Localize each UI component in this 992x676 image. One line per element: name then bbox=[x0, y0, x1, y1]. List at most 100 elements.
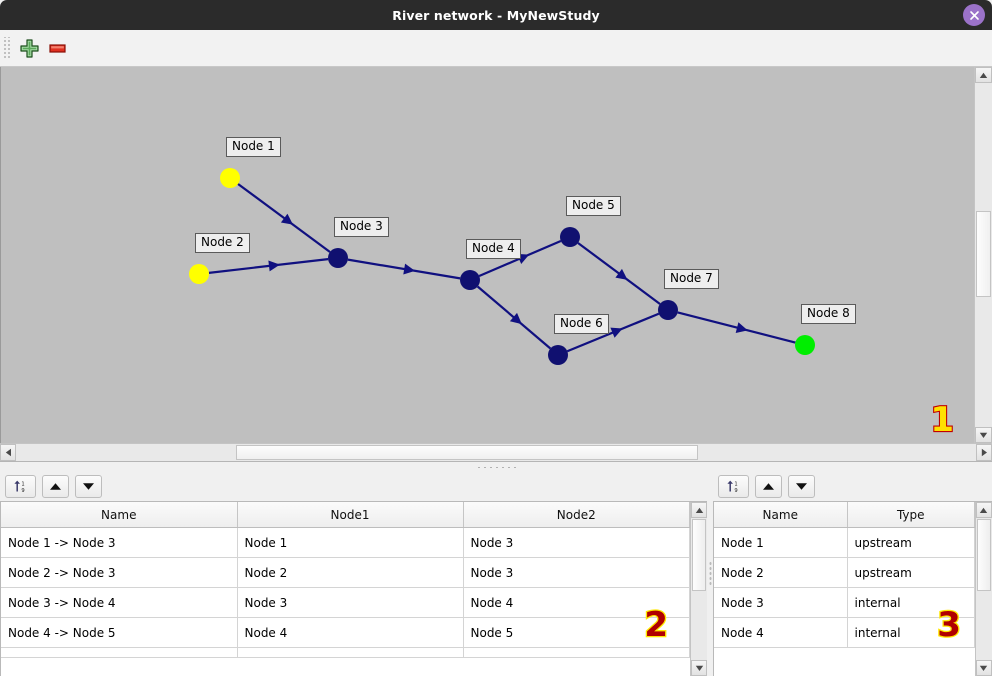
column-header[interactable]: Type bbox=[847, 502, 975, 528]
table-cell[interactable]: Node 2 bbox=[714, 557, 848, 588]
add-node-button[interactable] bbox=[15, 34, 43, 62]
edge-line[interactable] bbox=[347, 258, 461, 280]
node-marker[interactable] bbox=[658, 300, 678, 320]
move-down-button[interactable] bbox=[75, 475, 102, 498]
diagram-hscroll-thumb[interactable] bbox=[236, 445, 698, 460]
node-marker[interactable] bbox=[560, 227, 580, 247]
table-cell[interactable]: Node 1 -> Node 3 bbox=[1, 527, 238, 558]
table-cell[interactable] bbox=[463, 647, 690, 658]
table-cell[interactable]: Node 5 bbox=[463, 617, 690, 648]
table-cell[interactable]: internal bbox=[847, 587, 975, 618]
triangle-down-icon bbox=[83, 483, 94, 490]
links-vscroll-track[interactable] bbox=[691, 518, 707, 660]
sort-button[interactable]: 1 9 bbox=[718, 475, 749, 498]
table-cell[interactable] bbox=[1, 647, 238, 658]
triangle-up-icon bbox=[763, 483, 774, 490]
links-vscroll-thumb[interactable] bbox=[692, 519, 706, 591]
table-cell[interactable]: Node 3 bbox=[237, 587, 464, 618]
column-header[interactable]: Name bbox=[714, 502, 848, 528]
node-label[interactable]: Node 8 bbox=[801, 304, 856, 324]
table-cell[interactable]: internal bbox=[847, 617, 975, 648]
edge-line[interactable] bbox=[677, 311, 796, 344]
vertical-splitter[interactable] bbox=[707, 472, 713, 676]
triangle-up-icon bbox=[980, 507, 988, 513]
nodes-table-vertical-scrollbar[interactable] bbox=[974, 502, 992, 676]
table-cell[interactable]: Node 2 bbox=[237, 557, 464, 588]
node-marker[interactable] bbox=[795, 335, 815, 355]
edge-line[interactable] bbox=[208, 258, 329, 274]
column-header[interactable]: Node1 bbox=[237, 502, 464, 528]
scroll-up-button[interactable] bbox=[975, 502, 992, 518]
network-diagram[interactable]: Node 1 Node 2 Node 3 Node 4 Node 5 Node 6 Node… bbox=[0, 67, 974, 443]
diagram-hscroll-track[interactable] bbox=[16, 444, 976, 461]
node-marker[interactable] bbox=[460, 270, 480, 290]
table-cell[interactable]: upstream bbox=[847, 527, 975, 558]
horizontal-splitter[interactable] bbox=[0, 461, 992, 472]
table-cell[interactable]: Node 3 bbox=[463, 557, 690, 588]
links-table-vertical-scrollbar[interactable] bbox=[690, 502, 707, 676]
node-label[interactable]: Node 1 bbox=[226, 137, 281, 157]
table-cell[interactable] bbox=[237, 647, 464, 658]
column-header[interactable]: Name bbox=[1, 502, 238, 528]
table-cell[interactable]: Node 2 -> Node 3 bbox=[1, 557, 238, 588]
diagram-vertical-scrollbar[interactable] bbox=[974, 67, 992, 443]
scroll-right-button[interactable] bbox=[976, 444, 992, 461]
close-icon[interactable] bbox=[963, 4, 985, 26]
node-marker[interactable] bbox=[328, 248, 348, 268]
scroll-down-button[interactable] bbox=[975, 427, 992, 443]
diagram-horizontal-scrollbar[interactable] bbox=[0, 443, 992, 461]
move-down-button[interactable] bbox=[788, 475, 815, 498]
node-marker[interactable] bbox=[220, 168, 240, 188]
move-up-button[interactable] bbox=[42, 475, 69, 498]
move-up-button[interactable] bbox=[755, 475, 782, 498]
diagram-vscroll-thumb[interactable] bbox=[976, 211, 991, 297]
table-row-empty[interactable] bbox=[1, 647, 690, 658]
node-label[interactable]: Node 3 bbox=[334, 217, 389, 237]
node-label[interactable]: Node 6 bbox=[554, 314, 609, 334]
sort-button[interactable]: 1 9 bbox=[5, 475, 36, 498]
table-cell[interactable]: Node 1 bbox=[714, 527, 848, 558]
edge-line[interactable] bbox=[237, 183, 331, 253]
toolbar-grip[interactable] bbox=[3, 37, 12, 59]
scroll-down-button[interactable] bbox=[975, 660, 992, 676]
scroll-up-button[interactable] bbox=[691, 502, 707, 518]
table-cell[interactable]: upstream bbox=[847, 557, 975, 588]
nodes-vscroll-track[interactable] bbox=[976, 518, 992, 660]
delete-node-button[interactable] bbox=[43, 34, 71, 62]
node-label[interactable]: Node 4 bbox=[466, 239, 521, 259]
node-label[interactable]: Node 7 bbox=[664, 269, 719, 289]
nodes-vscroll-thumb[interactable] bbox=[976, 519, 991, 591]
table-cell[interactable]: Node 4 bbox=[463, 587, 690, 618]
node-marker[interactable] bbox=[548, 345, 568, 365]
scroll-up-button[interactable] bbox=[975, 67, 992, 83]
table-cell[interactable]: Node 1 bbox=[237, 527, 464, 558]
table-cell[interactable]: Node 3 -> Node 4 bbox=[1, 587, 238, 618]
node-marker[interactable] bbox=[189, 264, 209, 284]
table-cell[interactable]: Node 4 bbox=[237, 617, 464, 648]
table-cell[interactable]: Node 3 bbox=[463, 527, 690, 558]
table-cell[interactable]: Node 3 bbox=[714, 587, 848, 618]
node-label[interactable]: Node 2 bbox=[195, 233, 250, 253]
scroll-left-button[interactable] bbox=[0, 444, 16, 461]
column-header[interactable]: Node2 bbox=[463, 502, 690, 528]
table-cell[interactable]: Node 4 bbox=[714, 617, 848, 648]
diagram-vscroll-track[interactable] bbox=[975, 83, 992, 427]
table-cell[interactable]: Node 4 -> Node 5 bbox=[1, 617, 238, 648]
node-label[interactable]: Node 5 bbox=[566, 196, 621, 216]
scroll-down-button[interactable] bbox=[691, 660, 707, 676]
